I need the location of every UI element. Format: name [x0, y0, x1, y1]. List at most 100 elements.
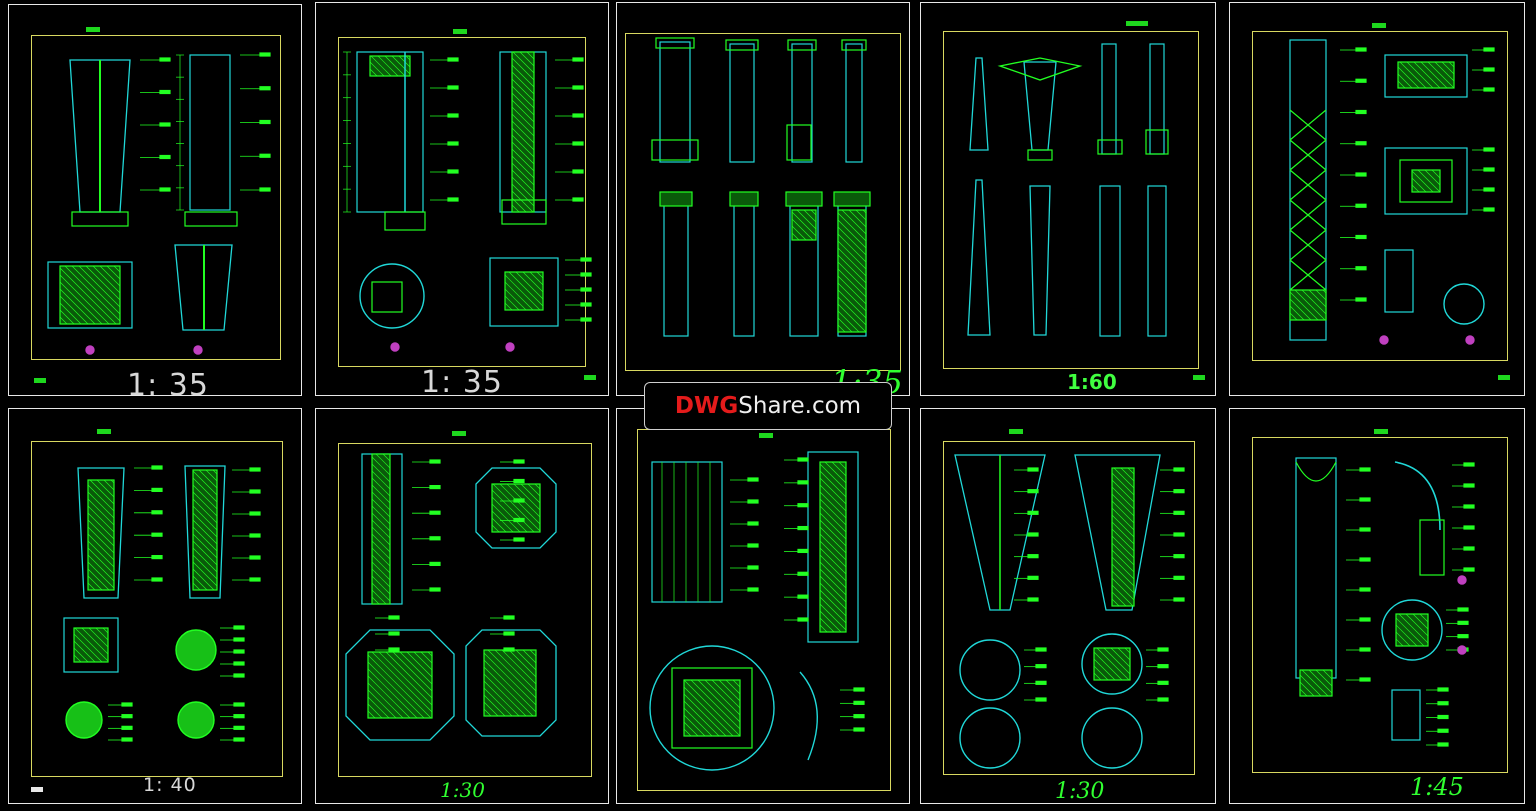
dimension-line [375, 453, 391, 469]
dimension-line [711, 679, 741, 709]
section-circle [85, 345, 95, 355]
dimension-line [1111, 521, 1135, 545]
annotation-text [249, 577, 261, 582]
dimension-line [515, 649, 537, 671]
dimension-line [1395, 617, 1425, 647]
drawing-outline [1384, 54, 1468, 98]
dimension-line [371, 470, 391, 490]
dimension-line [819, 582, 847, 610]
dimension-line [837, 303, 867, 333]
dimension-line [520, 483, 541, 504]
annotation-text [233, 702, 245, 707]
dimension-line [803, 209, 817, 223]
dimension-line [837, 240, 867, 270]
dimension-line [192, 477, 218, 503]
dimension-line [371, 456, 391, 476]
annotation-text [797, 457, 809, 462]
annotation-text [572, 85, 584, 90]
dimension-line [819, 491, 847, 519]
drawing-sheet: 1: 35 [315, 2, 609, 400]
drawing-outline [733, 195, 755, 337]
dimension-line [367, 682, 404, 719]
dimension-line [513, 483, 541, 511]
dimension-line [683, 714, 706, 737]
dimension-line [1127, 467, 1135, 475]
dimension-line [1308, 669, 1333, 694]
dimension-line [841, 209, 867, 235]
dimension-line [718, 679, 741, 702]
dimension-line [501, 649, 537, 685]
dimension-line [1301, 669, 1329, 697]
dimension-line [837, 226, 867, 256]
annotation-text [1173, 510, 1185, 515]
section-circle [959, 707, 1021, 769]
dimension-line [192, 470, 218, 496]
dimension-line [1397, 80, 1406, 89]
drawing-outline [841, 39, 867, 51]
sheet-border [943, 441, 1195, 775]
sheet-border [338, 37, 586, 367]
dimension-line [1419, 613, 1429, 623]
drawing-sheet: 1:60 [920, 2, 1216, 396]
dimension-line [511, 127, 535, 151]
annotation-text [580, 257, 592, 262]
dimension-line [791, 232, 800, 241]
dimension-line [99, 265, 121, 287]
capital-arch [1295, 461, 1337, 482]
dimension-line [371, 575, 391, 595]
annotation-text [1359, 527, 1371, 532]
dimension-line [697, 679, 741, 723]
dimension-line [704, 679, 741, 716]
annotation-text [388, 631, 400, 636]
drawing-outline [1419, 519, 1445, 576]
drawing-outline [1099, 185, 1121, 337]
dimension-line [110, 479, 115, 484]
dimension-line [367, 696, 390, 719]
annotation-text [572, 141, 584, 146]
dimension-line [491, 496, 528, 533]
dimension-line [492, 483, 541, 532]
annotation-text [1483, 47, 1495, 52]
annotation-text [747, 565, 759, 570]
dimension-line [212, 469, 218, 475]
drawing-outline [729, 191, 759, 207]
dimension-line [385, 651, 433, 699]
drawing-outline [1145, 129, 1169, 155]
dimension-line [819, 512, 847, 540]
dimension-line [1111, 570, 1135, 594]
dimension-line [1289, 169, 1327, 201]
drawing-outline [1289, 39, 1327, 341]
drawing-outline [1384, 249, 1414, 313]
annotation-text [747, 587, 759, 592]
dimension-line [78, 265, 121, 308]
column-profile [77, 467, 125, 599]
dimension-line [1289, 312, 1298, 321]
drawing-outline [787, 39, 817, 51]
drawing-outline [489, 257, 559, 327]
annotation-text [447, 169, 459, 174]
dimension-line [87, 575, 103, 591]
annotation-text [853, 727, 865, 732]
dimension-line [1103, 647, 1131, 675]
annotation-text [513, 537, 525, 542]
annotation-text [159, 57, 171, 62]
dimension-line [1111, 577, 1135, 601]
dimension-line [1110, 647, 1131, 668]
annotation-text [429, 459, 441, 464]
dimension-line [371, 505, 391, 525]
dimension-line [192, 547, 218, 573]
dimension-line [192, 554, 218, 580]
annotation-text [572, 197, 584, 202]
dimension-line [837, 233, 867, 263]
dimension-line [88, 627, 109, 648]
dimension-line [511, 71, 535, 95]
dimension-line [511, 162, 535, 186]
sheet-title-mark [1126, 21, 1148, 26]
annotation-text [259, 119, 271, 125]
dimension-line [1289, 139, 1327, 171]
dimension-line [59, 274, 110, 325]
dimension-line [1111, 479, 1135, 503]
column-profile [465, 629, 557, 737]
section-curve [799, 671, 818, 761]
dimension-line [371, 589, 387, 605]
